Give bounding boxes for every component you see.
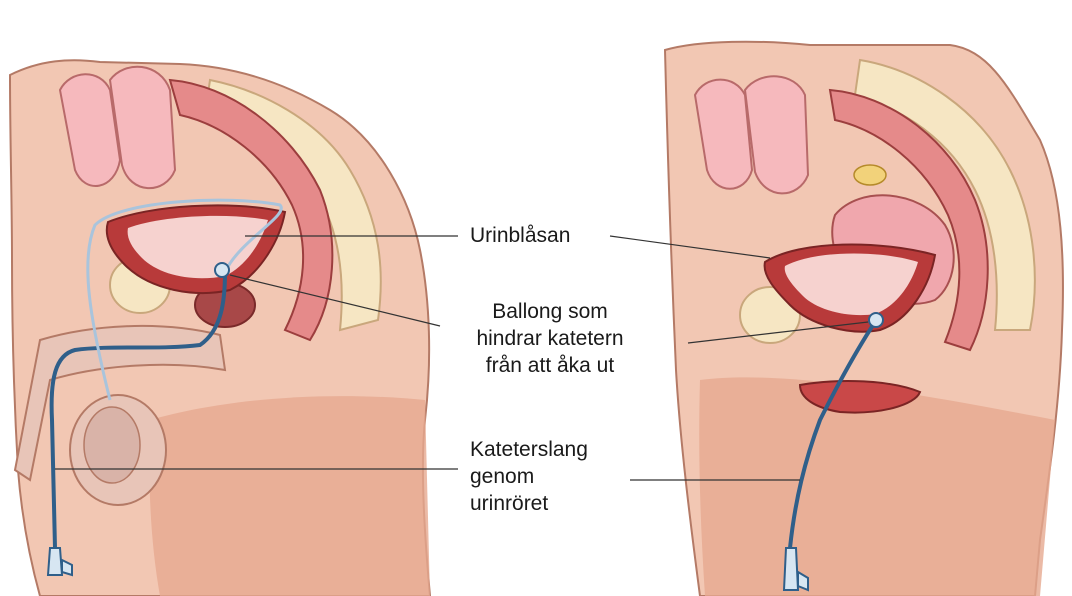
label-balloon-line3: från att åka ut: [455, 352, 645, 379]
male-lower-skin: [149, 396, 430, 596]
label-tube: Kateterslang genom urinröret: [470, 436, 588, 517]
male-testis: [84, 407, 140, 483]
label-balloon: Ballong som hindrar katetern från att åk…: [455, 298, 645, 379]
female-ovary: [854, 165, 886, 185]
male-catheter-balloon: [215, 263, 229, 277]
label-tube-line1: Kateterslang: [470, 436, 588, 463]
label-balloon-line2: hindrar katetern: [455, 325, 645, 352]
label-bladder: Urinblåsan: [470, 222, 570, 249]
label-tube-line3: urinröret: [470, 490, 588, 517]
female-anatomy: [665, 42, 1063, 596]
female-catheter-balloon: [869, 313, 883, 327]
male-anatomy: [10, 60, 430, 596]
label-balloon-line1: Ballong som: [455, 298, 645, 325]
label-tube-line2: genom: [470, 463, 588, 490]
